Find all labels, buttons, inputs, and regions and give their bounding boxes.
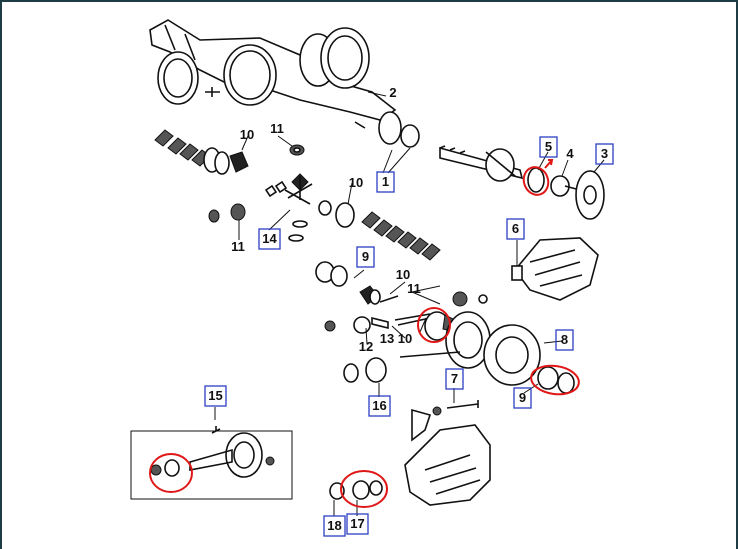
callout-9-lower-box [513, 387, 532, 409]
callout-8: 8 [561, 332, 568, 347]
callout-15: 15 [208, 388, 222, 403]
frame-left-border [0, 0, 2, 549]
callout-6: 6 [512, 221, 519, 236]
callout-11-a: 11 [270, 121, 284, 136]
callout-2: 2 [389, 85, 396, 100]
callout-11-c: 11 [407, 281, 421, 296]
callout-18-box [323, 515, 346, 537]
callout-10-a: 10 [240, 127, 254, 142]
callout-5: 5 [545, 139, 552, 154]
callout-14-box [258, 228, 281, 250]
axle-shaft-assembly [439, 145, 605, 220]
pinion-bearing-set [329, 480, 383, 500]
callout-10-b: 10 [349, 175, 363, 190]
clutch-plate-stack-upper [154, 129, 249, 175]
leader-lines [214, 91, 605, 516]
callout-13: 13 [380, 331, 394, 346]
bearing-cup [343, 357, 387, 383]
callout-3-box [595, 143, 614, 165]
clutch-plate-stack-middle [361, 211, 441, 261]
differential-housing-lower [404, 406, 491, 506]
callout-4: 4 [566, 146, 574, 161]
callout-12: 12 [359, 339, 373, 354]
callout-9-upper: 9 [362, 249, 369, 264]
frame-right-border [736, 0, 738, 549]
callout-17-box [346, 513, 369, 535]
callout-5-box [539, 136, 558, 158]
callout-16-box [368, 395, 391, 417]
differential-gears-middle [208, 173, 355, 242]
callout-7: 7 [451, 371, 458, 386]
callout-16: 16 [372, 398, 386, 413]
callout-1-box [376, 171, 395, 193]
callout-3: 3 [601, 146, 608, 161]
bearing-set-middle [315, 261, 488, 334]
differential-carrier-upper [511, 237, 599, 301]
red-highlight-marks [149, 159, 580, 508]
callout-14: 14 [262, 231, 277, 246]
callout-18: 18 [327, 518, 341, 533]
pinion-kit [130, 426, 293, 500]
frame-top-border [0, 0, 738, 2]
callout-7-box [445, 368, 464, 390]
callout-10-c: 10 [396, 267, 410, 282]
callout-11-b: 11 [231, 239, 245, 254]
callout-9-lower: 9 [519, 390, 526, 405]
callout-8-box [555, 329, 574, 351]
axle-housing [149, 19, 420, 148]
callout-labels: 1 2 3 4 5 6 7 8 9 9 10 10 10 10 11 11 11 [204, 85, 614, 537]
callout-9-upper-box [356, 246, 375, 268]
callout-17: 17 [350, 516, 364, 531]
spider-gear-small-upper [289, 144, 305, 156]
ring-gear-assembly [399, 311, 575, 394]
callout-15-box [204, 385, 227, 407]
callout-10-d: 10 [398, 331, 412, 346]
callout-1: 1 [382, 174, 389, 189]
mounting-bolt [446, 400, 479, 409]
callout-6-box [506, 218, 525, 240]
